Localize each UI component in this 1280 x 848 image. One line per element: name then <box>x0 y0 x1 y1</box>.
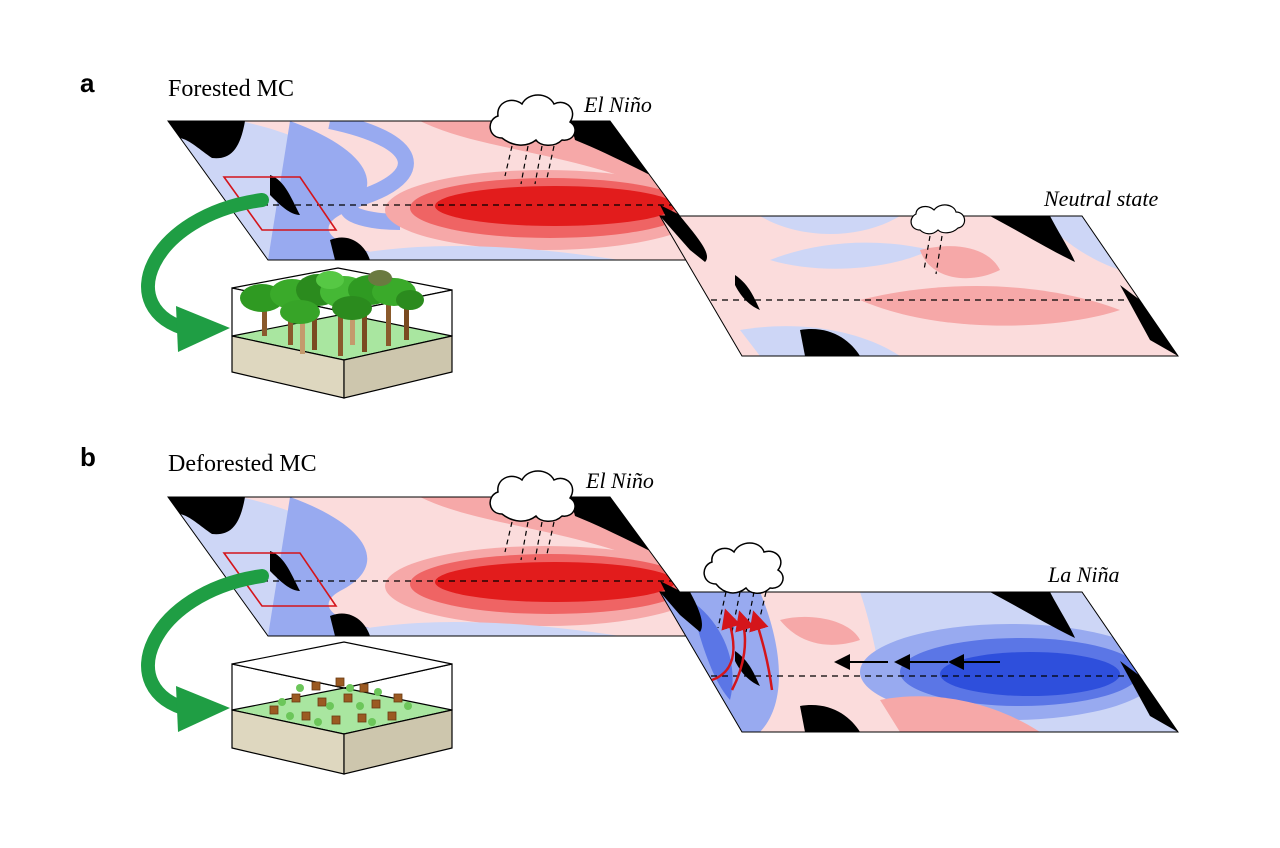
cloud-icon <box>489 94 576 185</box>
state-label-neutral: Neutral state <box>1043 186 1159 211</box>
deforested-scene <box>231 641 453 775</box>
map-frame-b-right <box>659 591 1179 733</box>
panel-title-b: Deforested MC <box>168 451 317 477</box>
green-arrow-icon <box>141 193 269 337</box>
map-el-nino-b <box>168 497 712 636</box>
green-arrowhead-icon <box>176 306 230 352</box>
tree-stump-icon <box>269 677 403 725</box>
map-el-nino-a <box>168 121 712 260</box>
panel-title-a: Forested MC <box>168 76 294 102</box>
tree-icon <box>240 270 424 356</box>
cloud-icon <box>489 470 576 561</box>
mc-region-box-b <box>222 552 338 607</box>
mc-region-box-a <box>222 176 338 231</box>
green-arrow-icon <box>141 569 269 717</box>
forest-scene <box>231 267 453 399</box>
state-label-la-nina: La Niña <box>1047 562 1120 587</box>
updraft-arrows-icon <box>711 608 774 691</box>
panel-a: a Forested MC <box>80 68 1179 399</box>
panel-b: b Deforested MC El Niñ <box>80 442 1179 775</box>
green-arrowhead-icon <box>176 686 230 732</box>
map-neutral-state <box>660 216 1178 356</box>
panel-letter-b: b <box>80 442 96 472</box>
state-label-el-nino-b: El Niño <box>585 468 654 493</box>
panel-letter-a: a <box>80 68 95 98</box>
shrub-icon <box>278 684 412 726</box>
state-label-el-nino-a: El Niño <box>583 92 652 117</box>
cloud-icon <box>910 204 966 275</box>
